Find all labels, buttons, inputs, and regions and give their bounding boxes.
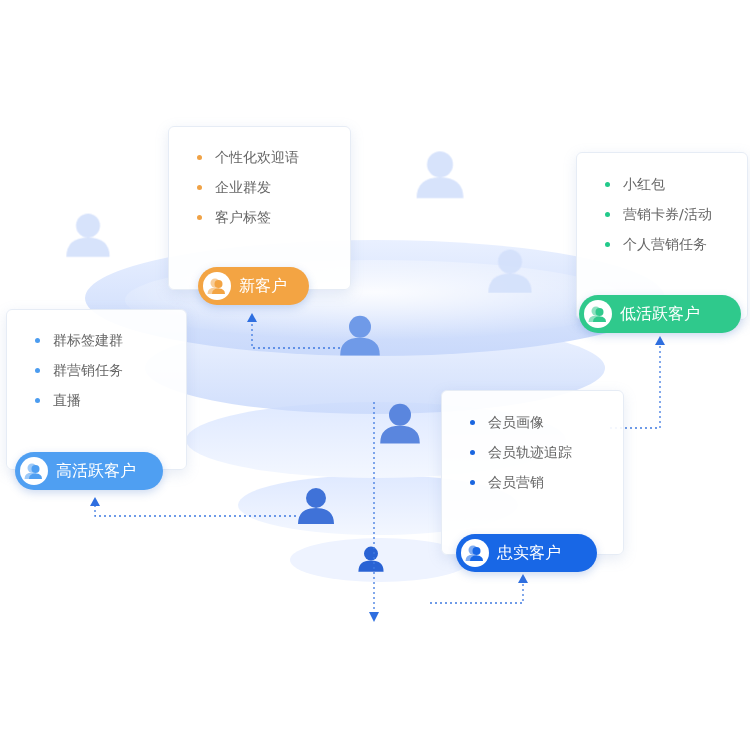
bullet-dot <box>35 398 40 403</box>
bullet-text: 群营销任务 <box>33 355 186 385</box>
user-icon <box>20 457 48 485</box>
bullet-text: 客户标签 <box>195 202 350 232</box>
bullet-dot <box>35 338 40 343</box>
card-box: 群标签建群群营销任务直播高活跃客户 <box>6 309 187 470</box>
label-pill: 忠实客户 <box>456 534 597 572</box>
label-pill: 高活跃客户 <box>15 452 163 490</box>
bullet-text: 营销卡券/活动 <box>603 199 747 229</box>
bullet-text: 直播 <box>33 385 186 415</box>
bullet-text: 个人营销任务 <box>603 229 747 259</box>
card-box: 会员画像会员轨迹追踪会员营销忠实客户 <box>441 390 624 555</box>
bullet-dot <box>35 368 40 373</box>
card-box: 个性化欢迎语企业群发客户标签新客户 <box>168 126 351 290</box>
pill-text: 新客户 <box>239 276 287 297</box>
pill-text: 低活跃客户 <box>620 304 700 325</box>
label-pill: 低活跃客户 <box>579 295 741 333</box>
bullet-text: 企业群发 <box>195 172 350 202</box>
bullet-dot <box>470 480 475 485</box>
pill-text: 高活跃客户 <box>56 461 136 482</box>
bullet-text: 群标签建群 <box>33 325 186 355</box>
user-icon <box>461 539 489 567</box>
user-icon <box>203 272 231 300</box>
bullet-dot <box>605 212 610 217</box>
bullet-dot <box>197 215 202 220</box>
bullet-dot <box>605 182 610 187</box>
bullet-text: 小红包 <box>603 169 747 199</box>
bullet-dot <box>197 185 202 190</box>
bullet-text: 会员轨迹追踪 <box>468 437 623 467</box>
bullet-text: 会员营销 <box>468 467 623 497</box>
bullet-dot <box>197 155 202 160</box>
label-pill: 新客户 <box>198 267 309 305</box>
bullet-text: 会员画像 <box>468 407 623 437</box>
bullet-text: 个性化欢迎语 <box>195 142 350 172</box>
pill-text: 忠实客户 <box>497 543 561 564</box>
bullet-dot <box>470 450 475 455</box>
card-box: 小红包营销卡券/活动个人营销任务低活跃客户 <box>576 152 748 320</box>
user-icon <box>584 300 612 328</box>
bullet-dot <box>470 420 475 425</box>
bullet-dot <box>605 242 610 247</box>
